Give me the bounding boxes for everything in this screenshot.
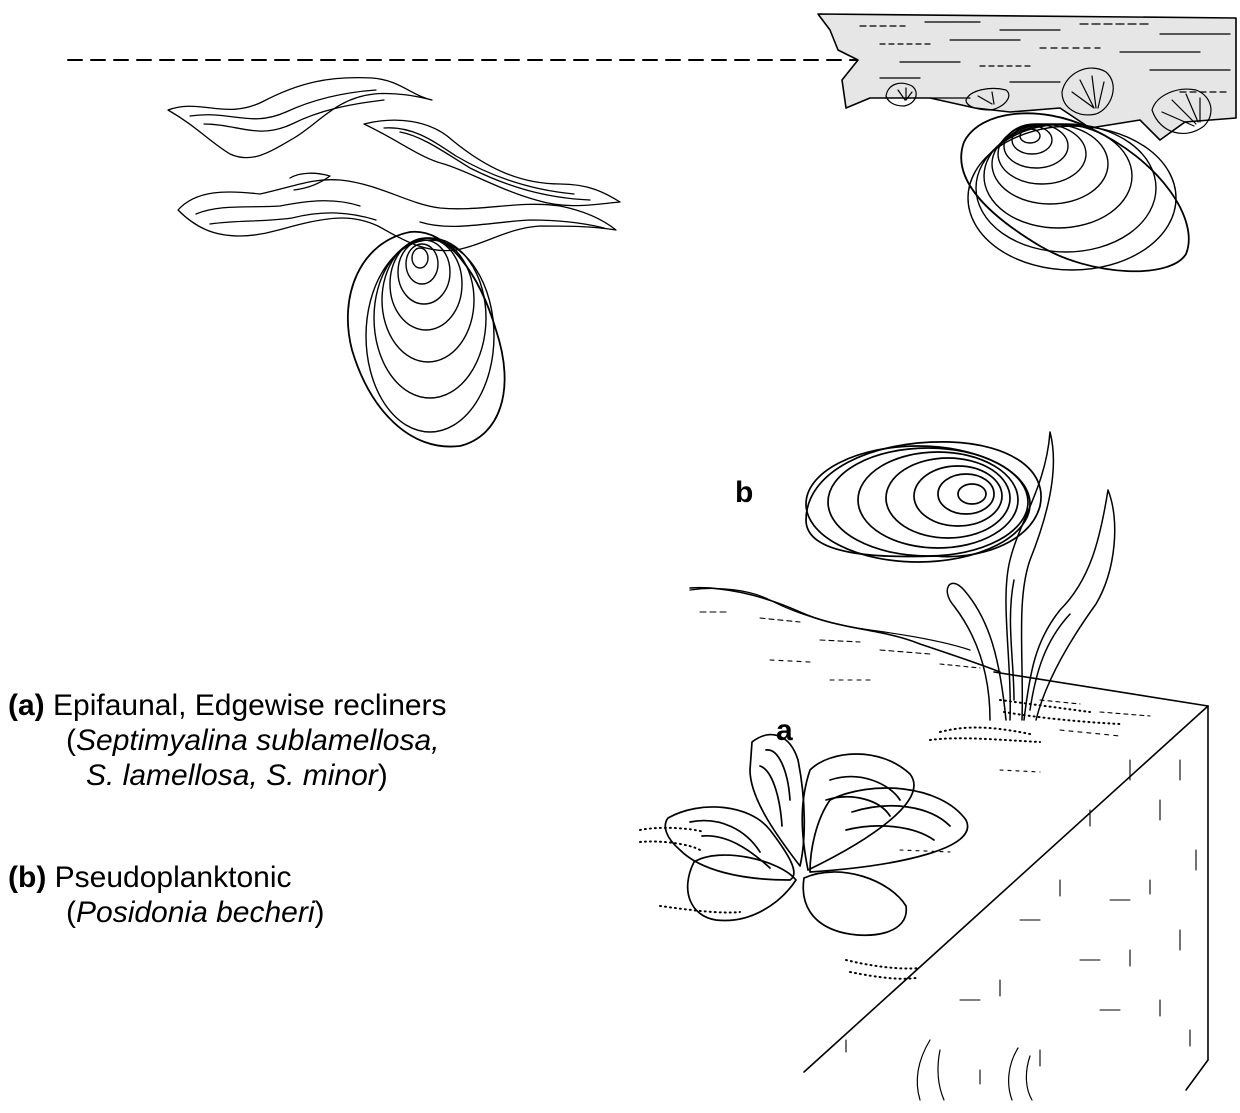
legend-b: (b) Pseudoplanktonic (Posidonia becheri) <box>8 860 325 930</box>
legend-a-species2: S. lamellosa, S. minor <box>86 759 378 792</box>
legend-b-category: Pseudoplanktonic <box>46 861 291 894</box>
legend-b-key: (b) <box>8 861 46 894</box>
floating-log <box>818 14 1236 140</box>
legend-a: (a) Epifaunal, Edgewise recliners (Septi… <box>8 688 447 793</box>
legend-a-species1: Septimyalina sublamellosa, <box>76 724 440 757</box>
legend-b-open-paren: ( <box>66 896 76 929</box>
mussel-on-seaweed <box>348 232 505 447</box>
legend-b-line2: (Posidonia becheri) <box>8 895 325 930</box>
legend-a-key: (a) <box>8 689 45 722</box>
legend-a-line2: (Septimyalina sublamellosa, <box>8 723 447 758</box>
legend-a-close-paren: ) <box>378 759 388 792</box>
sediment-stipple <box>640 700 1120 979</box>
legend-a-category: Epifaunal, Edgewise recliners <box>45 689 447 722</box>
pseudoplanktonic-mussel-b <box>806 442 1041 562</box>
floating-seaweed <box>168 78 620 251</box>
legend-b-species: Posidonia becheri <box>76 896 315 929</box>
label-b: b <box>735 476 753 510</box>
legend-a-line3: S. lamellosa, S. minor) <box>8 758 447 793</box>
legend-a-open-paren: ( <box>66 724 76 757</box>
legend-b-line1: (b) Pseudoplanktonic <box>8 860 325 895</box>
label-a: a <box>776 714 793 748</box>
legend-a-line1: (a) Epifaunal, Edgewise recliners <box>8 688 447 723</box>
legend-b-close-paren: ) <box>315 896 325 929</box>
edgewise-recliners-a <box>665 735 967 936</box>
seafloor-block <box>690 588 1208 1100</box>
mussel-on-log <box>961 113 1189 271</box>
